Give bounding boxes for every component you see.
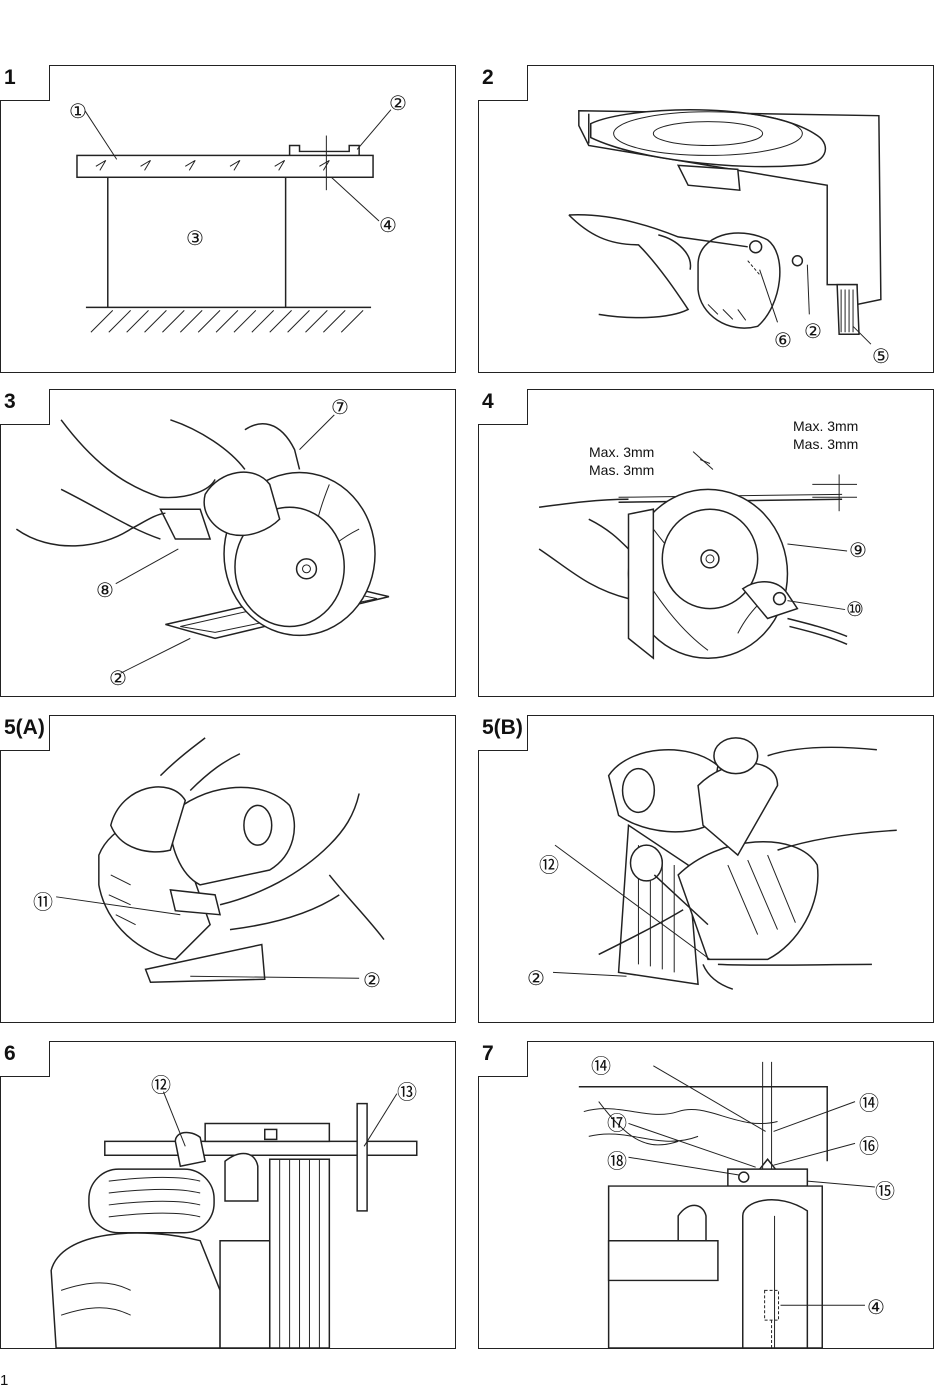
callout-2: ②	[363, 970, 381, 992]
figure-7-illustration	[578, 1061, 875, 1348]
callout-6: ⑥	[774, 330, 792, 352]
callout-2: ②	[804, 321, 822, 343]
figure-1-panel: 1 ① ② ③ ④	[0, 65, 456, 373]
figure-3-panel: 3 ⑦ ⑧ ②	[0, 389, 456, 697]
callout-17: ⑰	[607, 1113, 627, 1135]
callout-12: ⑫	[151, 1075, 171, 1097]
callout-12: ⑫	[539, 855, 559, 877]
figure-1-label: 1	[0, 65, 50, 101]
callout-15: ⑮	[875, 1181, 895, 1203]
dimension-left-line-1: Max. 3mm	[589, 444, 655, 460]
figure-4-panel: 4 Max. 3mm Mas. 3mm Max. 3mm Mas. 3mm ⑨ …	[478, 389, 934, 697]
figure-5a-panel: 5(A) ⑪ ②	[0, 715, 456, 1023]
figure-3-illustration	[15, 414, 390, 674]
figure-5a-label: 5(A)	[0, 715, 50, 751]
dimension-left-line-2: Mas. 3mm	[589, 462, 655, 478]
dimension-right-line-2: Mas. 3mm	[793, 436, 859, 452]
figure-5b-illustration	[552, 737, 897, 990]
callout-13: ⑬	[397, 1082, 417, 1104]
figure-7-label: 7	[478, 1041, 528, 1077]
page-number: 1	[0, 1372, 9, 1389]
callout-18: ⑱	[607, 1151, 627, 1173]
figure-5a-illustration	[56, 737, 385, 984]
figure-6-illustration	[50, 1091, 418, 1348]
callout-9: ⑨	[849, 540, 867, 562]
figure-1-illustration	[76, 109, 392, 333]
callout-14-right: ⑭	[859, 1093, 879, 1115]
callout-10: ⑩	[846, 599, 864, 621]
figure-6-label: 6	[0, 1041, 50, 1077]
figure-2-label: 2	[478, 65, 528, 101]
callout-3: ③	[186, 228, 204, 250]
figure-6-panel: 6 ⑫ ⑬	[0, 1041, 456, 1349]
figure-3-label: 3	[0, 389, 50, 425]
callout-4: ④	[867, 1297, 885, 1319]
figure-4-label: 4	[478, 389, 528, 425]
callout-16: ⑯	[859, 1136, 879, 1158]
callout-4: ④	[379, 215, 397, 237]
callout-8: ⑧	[96, 580, 114, 602]
callout-5: ⑤	[872, 346, 890, 368]
dimension-right-line-1: Max. 3mm	[793, 418, 859, 434]
figure-2-illustration	[568, 109, 882, 345]
callout-7: ⑦	[331, 397, 349, 419]
figure-5b-panel: 5(B) ⑫ ②	[478, 715, 934, 1023]
callout-2: ②	[389, 93, 407, 115]
figure-5b-label: 5(B)	[478, 715, 528, 751]
figure-7-panel: 7 ⑭ ⑭ ⑰ ⑯ ⑱ ⑮ ④	[478, 1041, 934, 1349]
figure-2-panel: 2 ⑥ ② ⑤	[478, 65, 934, 373]
figure-4-illustration	[538, 451, 858, 660]
callout-1: ①	[69, 101, 87, 123]
callout-11: ⑪	[33, 892, 53, 914]
callout-2: ②	[527, 968, 545, 990]
callout-2: ②	[109, 668, 127, 690]
callout-14-left: ⑭	[591, 1056, 611, 1078]
